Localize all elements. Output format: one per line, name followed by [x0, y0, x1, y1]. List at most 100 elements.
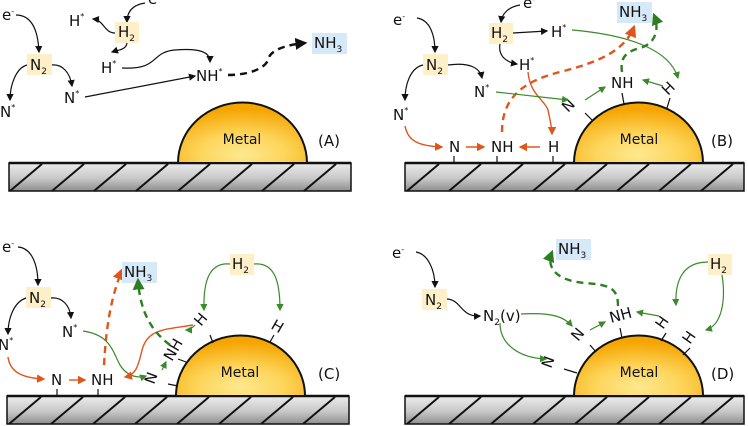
- panel-b: Metal (B) e- N2 N* N* e- H2 H* H* N NH H…: [393, 0, 745, 192]
- arrow-h2-dissociate-left: [672, 261, 709, 307]
- metal-particle: [572, 101, 705, 164]
- n2-molecule: N2: [426, 56, 443, 77]
- arrow-e-to-n2: [15, 14, 43, 54]
- n2-molecule: N2: [425, 291, 442, 312]
- electron-label: e-: [393, 11, 405, 29]
- adsorbed-nh-metal: NH: [160, 336, 187, 364]
- dashed-arrow-nh-star-to-nh3: [227, 37, 308, 77]
- arrow-n-star-adsorb-support: [7, 356, 46, 383]
- bond: [660, 332, 667, 342]
- bond: [666, 97, 671, 109]
- arrow-n2-to-n-star-right: [51, 64, 75, 88]
- arrow-n2-to-n-star-right: [447, 63, 485, 80]
- h-star-radical: H*: [101, 59, 116, 77]
- panel-label-a: (A): [318, 132, 340, 150]
- n2v-excited: N2(v): [483, 307, 521, 328]
- n2-box: [423, 54, 448, 75]
- arrow-n2-to-n-star-right: [50, 297, 75, 320]
- bond: [621, 92, 625, 105]
- adsorbed-n-support: N: [449, 138, 460, 156]
- dashed-arrow-nh-metal-to-nh3: [132, 277, 171, 346]
- metal-label: Metal: [221, 365, 260, 381]
- h2-molecule: H2: [232, 255, 249, 276]
- h2-box: [115, 22, 139, 43]
- adsorbed-h-metal: H: [658, 78, 679, 99]
- support-slab: [404, 394, 745, 425]
- metal-label: Metal: [223, 132, 262, 148]
- adsorbed-h-metal-right: H: [268, 316, 287, 337]
- h-star-radical-top: H*: [69, 12, 84, 30]
- nh3-product: NH3: [314, 34, 342, 55]
- electron-label: e-: [392, 244, 404, 262]
- h2-molecule: H2: [118, 23, 135, 44]
- adsorbed-nh-support: NH: [91, 371, 114, 389]
- adsorbed-h-metal-right: H: [679, 328, 700, 348]
- arrow-h-star-to-nh-star: [121, 48, 214, 69]
- nh-star-radical: NH*: [196, 67, 223, 85]
- h2-molecule: H2: [710, 255, 727, 276]
- arrow-h-star-adsorb-support: [527, 71, 557, 136]
- nh3-box: [312, 33, 347, 54]
- bond: [682, 347, 691, 356]
- bond: [269, 334, 275, 343]
- arrow-h2-to-h-star-right: [512, 27, 549, 35]
- h2-box: [230, 254, 254, 275]
- arrow-n-star-to-nh-star: [84, 73, 197, 98]
- arrow-e-to-n2: [17, 246, 42, 287]
- n2-box: [27, 54, 52, 75]
- arrow-n2v-adsorb-metal: [520, 313, 573, 327]
- n-star-radical-left: N*: [0, 336, 13, 354]
- metal-particle: [176, 101, 309, 164]
- arrow-h2-to-h-star-top: [91, 15, 116, 34]
- arrow-h2-dissociate-left: [200, 263, 231, 312]
- h-star-radical-right: H*: [551, 23, 566, 41]
- support-slab: [404, 161, 745, 192]
- arrow-n2-to-n-star-left: [6, 64, 28, 102]
- dashed-arrow-nh-support-to-nh3: [500, 24, 637, 133]
- n2-box: [26, 287, 51, 308]
- arrow-h2-to-h-star: [499, 43, 519, 67]
- bond: [563, 368, 578, 374]
- arrow-h-metal-to-nh-support: [123, 324, 194, 380]
- nh3-box: [556, 239, 591, 260]
- arrow-h-star-adsorb-metal: [571, 29, 680, 80]
- arrow-n2v-adsorb-metal-low: [499, 322, 548, 363]
- arrow-n-star-adsorb-support: [404, 125, 444, 151]
- adsorbed-nh-support: NH: [491, 138, 514, 156]
- n-star-radical-left: N*: [0, 103, 15, 121]
- panel-c: Metal (C) e- N2 N* N* N NH NH3 N NH H H …: [0, 238, 350, 425]
- electron-label-h2: e-: [148, 0, 160, 8]
- nh3-product: NH3: [619, 3, 647, 24]
- nh3-box: [122, 262, 157, 283]
- dashed-arrow-nh-metal-to-nh3: [620, 12, 664, 73]
- arrow-h2-dissociate-right: [253, 263, 284, 312]
- arrow-h-to-nh-metal: [635, 309, 660, 317]
- arrow-h2-dissociate-right: [704, 274, 725, 332]
- dashed-arrow-nh-support-to-nh3: [102, 267, 125, 366]
- arrow-n2-to-n-star-left: [4, 297, 27, 336]
- arrow-h2-to-h-star: [110, 42, 128, 54]
- adsorbed-n-metal: N: [558, 95, 579, 116]
- arrow-n2-to-n2v: [446, 298, 482, 320]
- adsorbed-n-metal-low: N: [538, 354, 559, 371]
- h2-molecule: H2: [491, 24, 508, 45]
- metal-particle: [174, 334, 307, 397]
- electron-label: e-: [2, 238, 14, 256]
- arrow-n-star-adsorb-metal: [82, 330, 148, 382]
- panel-label-c: (C): [318, 365, 340, 383]
- support-slab: [8, 161, 352, 192]
- n-star-radical: N*: [62, 323, 77, 341]
- bond: [167, 383, 179, 387]
- metal-label: Metal: [620, 132, 659, 148]
- arrow-n-to-nh-metal: [584, 86, 607, 101]
- arrow-n-to-nh-metal: [160, 360, 167, 371]
- arrow-n-star-adsorb-metal: [495, 91, 570, 103]
- arrow-e-to-h2: [498, 4, 521, 24]
- bond: [177, 358, 187, 363]
- adsorbed-h-support: H: [548, 138, 559, 156]
- bond: [209, 334, 214, 344]
- adsorbed-nh-metal: NH: [607, 304, 633, 327]
- arrow-h-to-nh-metal: [641, 78, 664, 87]
- n2-molecule: N2: [29, 289, 46, 310]
